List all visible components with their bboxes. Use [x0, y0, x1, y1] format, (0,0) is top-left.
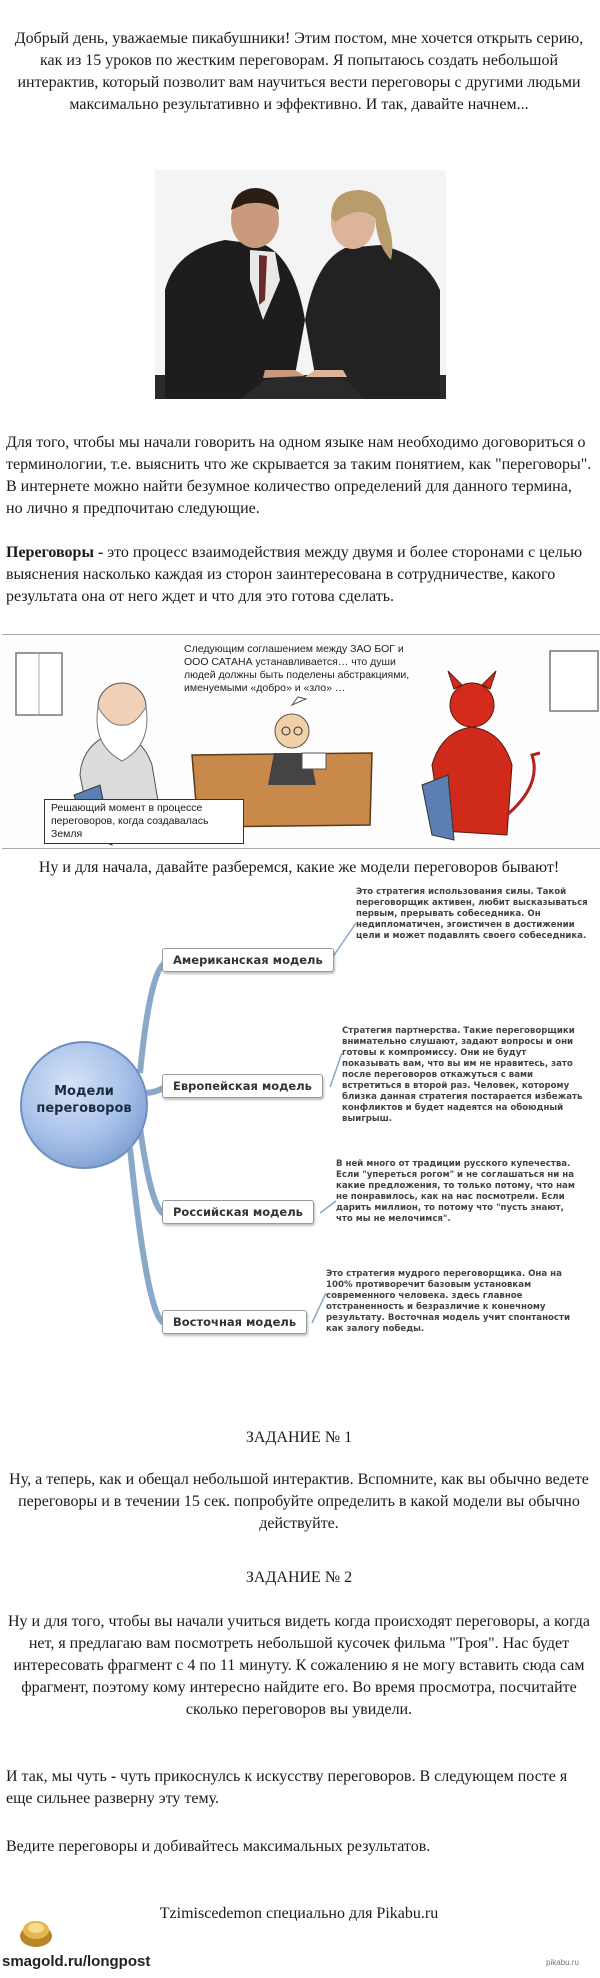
smagold-logo-icon [16, 1916, 56, 1948]
negotiation-comic: Следующим соглашением между ЗАО БОГ и ОО… [2, 634, 600, 849]
comic-speech: Следующим соглашением между ЗАО БОГ и ОО… [184, 643, 410, 694]
closing-line-2: Ведите переговоры и добивайтесь максимал… [6, 1838, 431, 1855]
negotiation-models-mindmap: Модели переговоров Американская модель Э… [0, 883, 600, 1373]
closing-dash: - [106, 1768, 121, 1785]
mindmap-center: Модели переговоров [36, 1084, 132, 1116]
models-intro: Ну и для начала, давайте разберемся, как… [38, 859, 560, 876]
task1-title: ЗАДАНИЕ № 1 [245, 1429, 353, 1446]
branch-european: Европейская модель [162, 1074, 323, 1098]
closing-part-b: чуть прикоснулсь к искусству переговоров… [6, 1768, 568, 1807]
branch-eastern-desc: Это стратегия мудрого переговорщика. Она… [326, 1269, 571, 1334]
pikabu-watermark: pikabu.ru [546, 1958, 579, 1967]
comic-caption: Решающий момент в процессе переговоров, … [44, 799, 244, 844]
branch-european-desc: Стратегия партнерства. Такие переговорщи… [342, 1026, 583, 1124]
task2-text: Ну и для того, чтобы вы начали учиться в… [7, 1613, 591, 1718]
branch-eastern: Восточная модель [162, 1310, 308, 1334]
negotiators-photo [155, 170, 446, 399]
branch-russian: Российская модель [162, 1200, 314, 1224]
definition-paragraph: Переговоры - это процесс взаимодействия … [6, 542, 592, 608]
task1-text: Ну, а теперь, как и обещал небольшой инт… [9, 1471, 589, 1532]
definition-text: это процесс взаимодействия между двумя и… [6, 544, 583, 605]
branch-american-desc: Это стратегия использования силы. Такой … [356, 887, 588, 941]
terminology-paragraph: Для того, чтобы мы начали говорить на од… [6, 434, 592, 517]
branch-american: Американская модель [162, 948, 334, 972]
closing-paragraph: И так, мы чуть - чуть прикоснулсь к иску… [6, 1766, 592, 1810]
closing-part-a: И так, мы чуть [6, 1768, 107, 1785]
definition-term: Переговоры - [6, 544, 104, 561]
task2-title: ЗАДАНИЕ № 2 [245, 1569, 353, 1586]
signature: Tzimiscedemon специально для Pikabu.ru [159, 1905, 439, 1922]
intro-paragraph: Добрый день, уважаемые пикабушники! Этим… [14, 30, 584, 113]
branch-russian-desc: В ней много от традиции русского купечес… [336, 1159, 575, 1224]
footer-url-link[interactable]: smagold.ru/longpost [2, 1953, 151, 1970]
